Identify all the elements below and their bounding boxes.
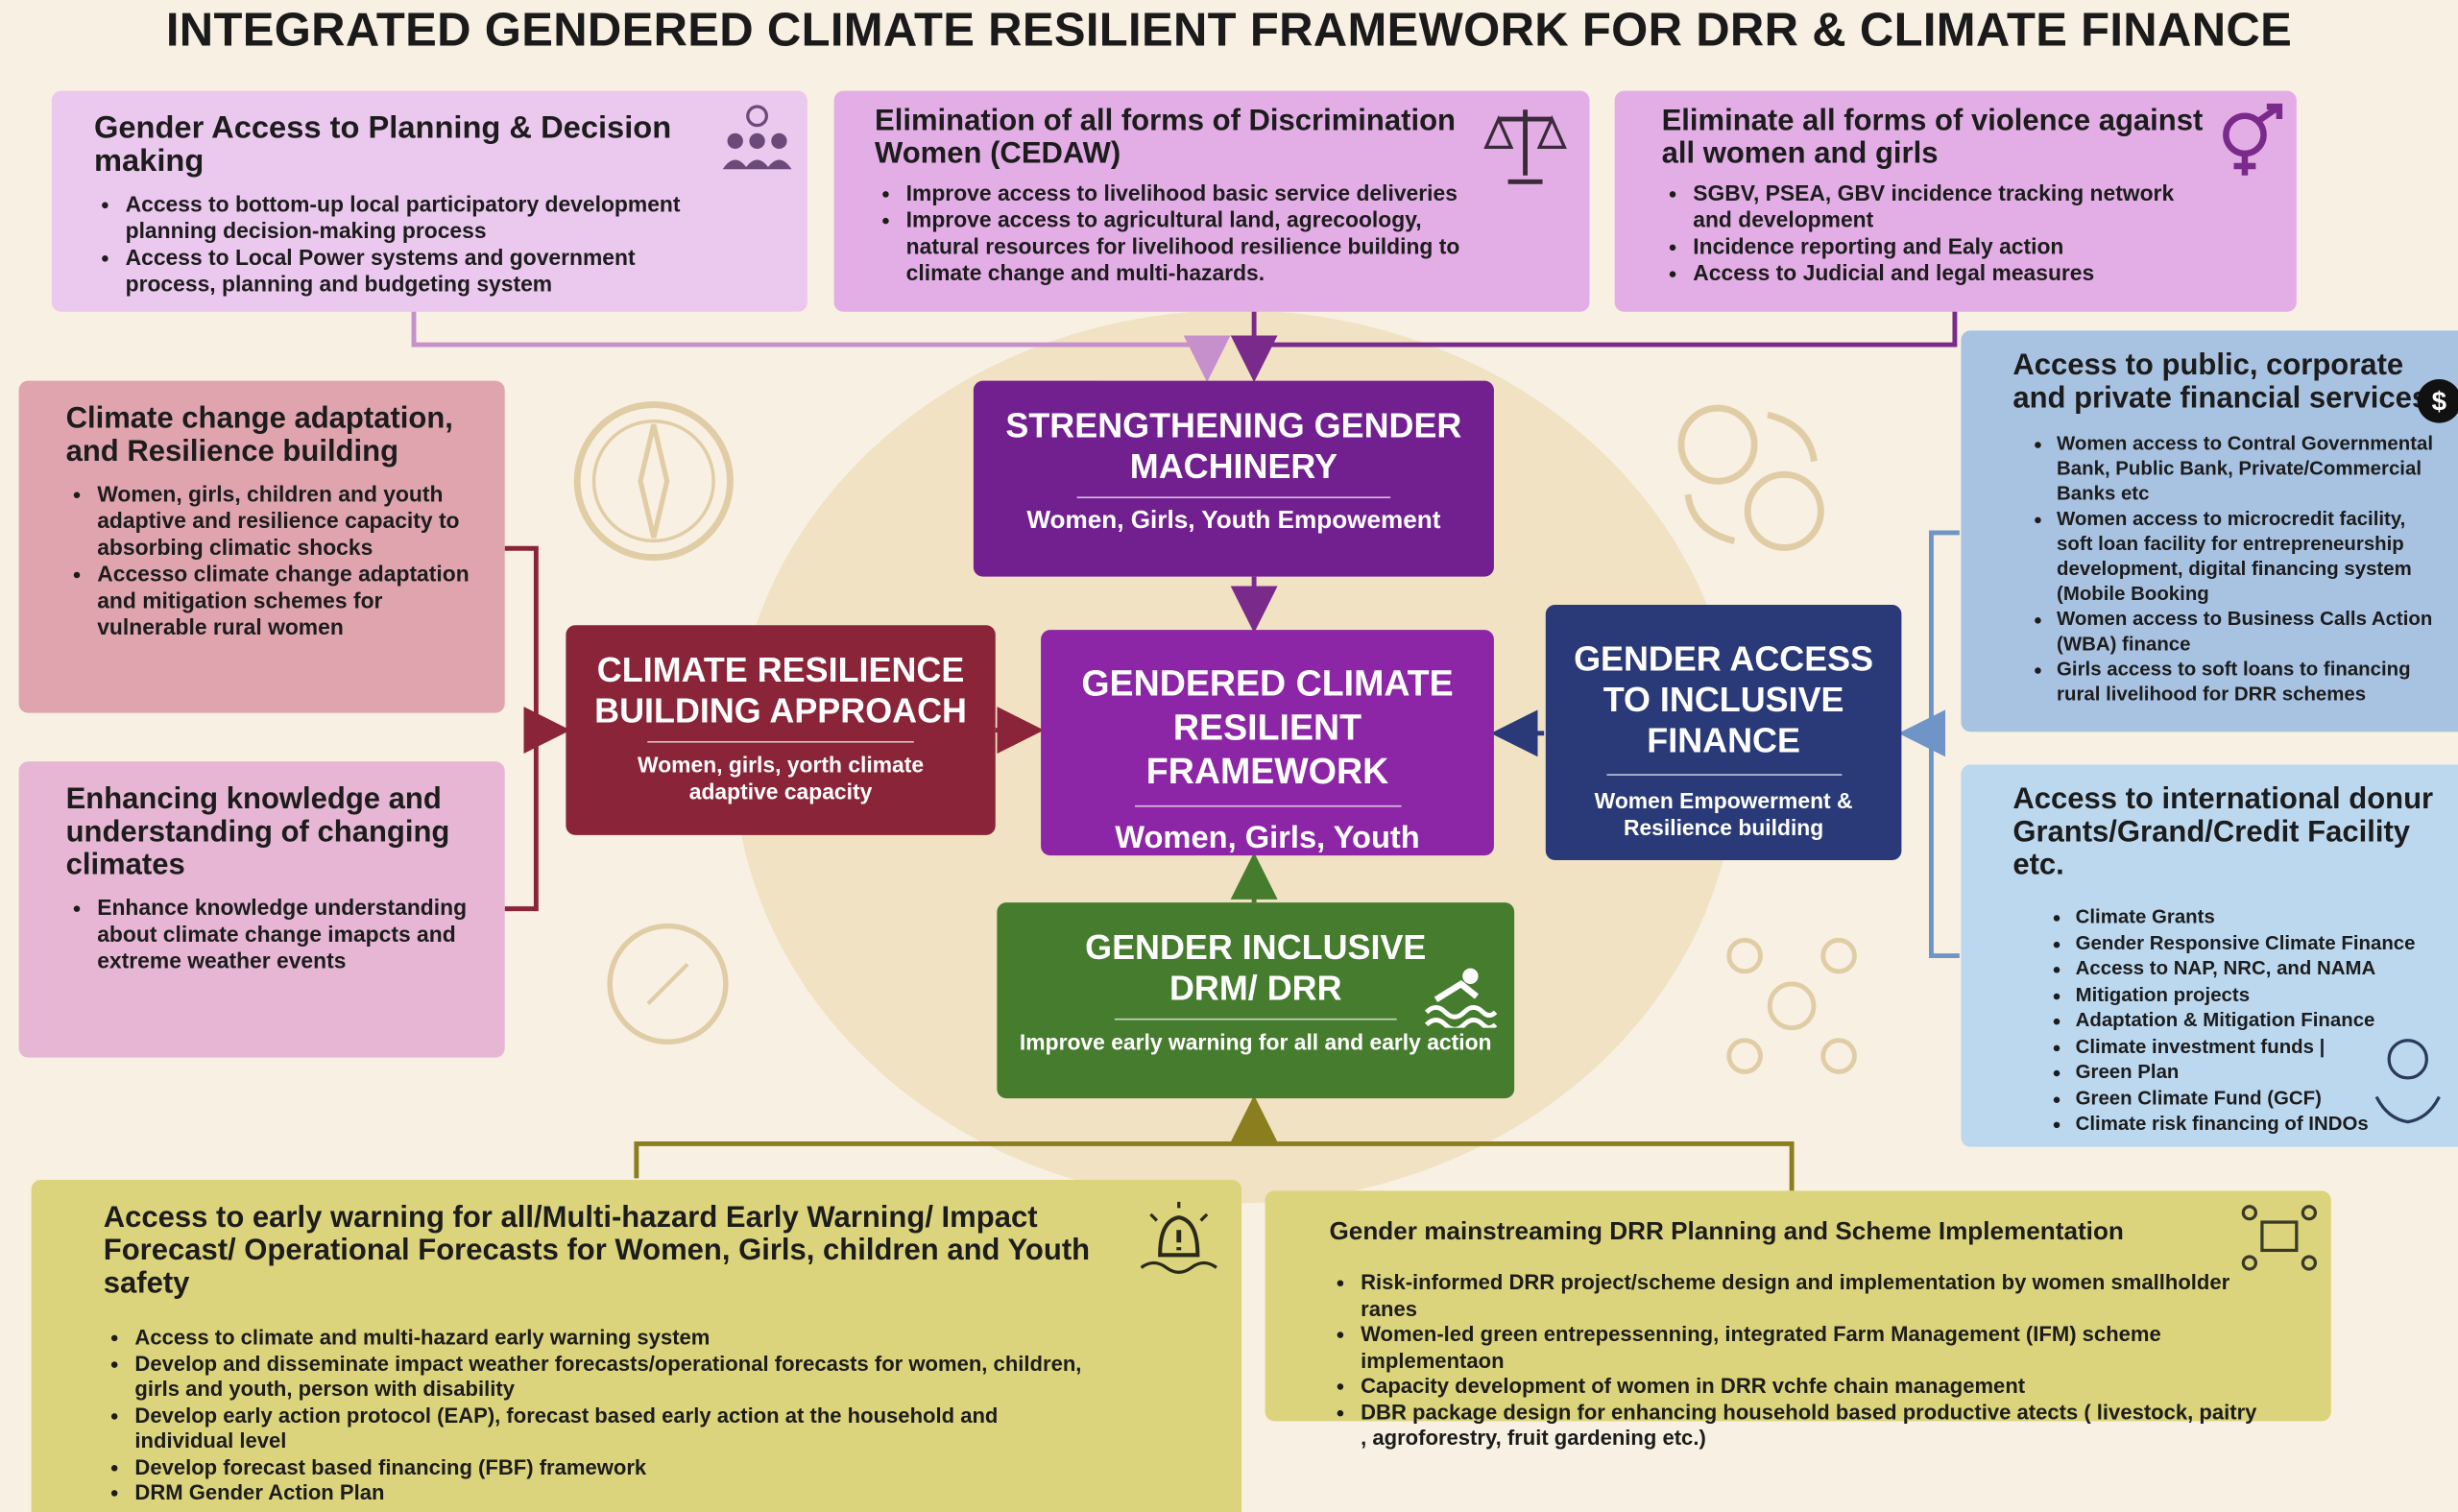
box-planning-decision: Gender Access to Planning & Decision mak… — [51, 90, 807, 312]
scales-icon — [1483, 109, 1567, 184]
list-item: Women access to Business Calls Action (W… — [2057, 607, 2436, 657]
female-symbol-icon — [2223, 103, 2283, 176]
list-item: Incidence reporting and Ealy action — [1693, 233, 2208, 260]
currency-exchange-icon — [1677, 404, 1824, 551]
node-gendered-climate-resilient-framework: GENDERED CLIMATE RESILIENT FRAMEWORK Wom… — [1041, 630, 1494, 856]
list-item: Climate Grants — [2076, 904, 2437, 930]
node-subtitle: Women, Girls, Youth — [1115, 821, 1420, 856]
box-title: Gender Access to Planning & Decision mak… — [93, 110, 672, 180]
list-item: Improve access to livelihood basic servi… — [906, 180, 1481, 207]
list-item: Women-led green entrepessenning, integra… — [1361, 1323, 2268, 1375]
money-network-icon — [1726, 937, 1857, 1074]
list-item: Women access to Contral Governmental Ban… — [2057, 431, 2436, 506]
list-item: Risk-informed DRR project/scheme design … — [1361, 1271, 2268, 1323]
list-item: DBR package design for enhancing househo… — [1361, 1400, 2268, 1452]
list-item: Green Plan — [2076, 1059, 2437, 1085]
divider — [1114, 1018, 1397, 1020]
divider — [1605, 774, 1842, 776]
box-title: Enhancing knowledge and understanding of… — [65, 783, 450, 882]
box-title: Eliminate all forms of violence against … — [1661, 105, 2204, 171]
warning-bell-icon — [1140, 1201, 1217, 1274]
list-item: Access to Judicial and legal measures — [1693, 260, 2208, 287]
list-item: Develop early action protocol (EAP), for… — [134, 1404, 1100, 1455]
box-violence: Eliminate all forms of violence against … — [1614, 90, 2297, 312]
list-item: Adaptation & Mitigation Finance — [2076, 1007, 2437, 1033]
list-item: Access to bottom-up local participatory … — [126, 191, 698, 244]
node-title: CLIMATE RESILIENCE BUILDING APPROACH — [594, 650, 967, 731]
list-item: Green Climate Fund (GCF) — [2076, 1085, 2437, 1111]
box-cedaw: Elimination of all forms of Discriminati… — [833, 90, 1590, 312]
box-adaptation-resilience: Climate change adaptation, and Resilienc… — [18, 380, 505, 713]
node-title: GENDER INCLUSIVE DRM/ DRR — [1085, 927, 1427, 1008]
box-early-warning: Access to early warning for all/Multi-ha… — [31, 1179, 1242, 1512]
box-title: Gender mainstreaming DRR Planning and Sc… — [1329, 1218, 2124, 1246]
node-climate-resilience-approach: CLIMATE RESILIENCE BUILDING APPROACH Wom… — [566, 625, 996, 835]
list-item: Develop forecast based financing (FBF) f… — [134, 1454, 1100, 1480]
node-gender-inclusive-drm: GENDER INCLUSIVE DRM/ DRR Improve early … — [997, 902, 1515, 1099]
money-network-icon — [2241, 1205, 2318, 1271]
node-title: STRENGTHENING GENDER MACHINERY — [1005, 405, 1462, 486]
node-title: GENDER ACCESS TO INCLUSIVE FINANCE — [1574, 638, 1874, 760]
list-item: Enhance knowledge understanding about cl… — [97, 895, 483, 974]
box-international-donor: Access to international donur Grants/Gra… — [1961, 764, 2458, 1147]
box-knowledge: Enhancing knowledge and understanding of… — [18, 761, 505, 1058]
box-financial-services: Access to public, corporate and private … — [1961, 330, 2458, 732]
node-subtitle: Women, girls, yorth climate adaptive cap… — [638, 752, 925, 804]
list-item: Mitigation projects — [2076, 982, 2437, 1008]
node-subtitle: Improve early warning for all and early … — [1019, 1029, 1492, 1055]
list-item: Capacity development of women in DRR vch… — [1361, 1374, 2268, 1400]
list-item: Climate investment funds | — [2076, 1033, 2437, 1059]
hands-globe-icon — [2374, 1039, 2441, 1124]
list-item: SGBV, PSEA, GBV incidence tracking netwo… — [1693, 180, 2208, 233]
node-gender-access-inclusive-finance: GENDER ACCESS TO INCLUSIVE FINANCE Women… — [1545, 604, 1902, 861]
divider — [1134, 804, 1401, 807]
list-item: Gender Responsive Climate Finance — [2076, 930, 2437, 956]
list-item: DRM Gender Action Plan — [134, 1480, 1100, 1506]
box-title: Access to early warning for all/Multi-ha… — [103, 1201, 1091, 1301]
box-title: Access to international donur Grants/Gra… — [2012, 783, 2434, 882]
swimmer-wave-icon — [1424, 968, 1498, 1028]
page-title: INTEGRATED GENDERED CLIMATE RESILIENT FR… — [165, 4, 2293, 57]
list-item: Improve access to agricultural land, agr… — [906, 206, 1481, 286]
divider — [1076, 496, 1391, 499]
node-subtitle: Women, Girls, Youth Empowement — [1026, 507, 1441, 535]
compass-icon — [607, 923, 729, 1045]
list-item: Women, girls, children and youth adaptiv… — [97, 481, 483, 561]
node-subtitle: Women Empowerment & Resilience building — [1594, 787, 1853, 840]
dollar-badge-icon: $ — [2417, 378, 2458, 423]
box-title: Elimination of all forms of Discriminati… — [875, 105, 1456, 171]
list-item: Access to climate and multi-hazard early… — [134, 1326, 1100, 1352]
compass-icon — [573, 401, 734, 562]
node-strengthening-gender-machinery: STRENGTHENING GENDER MACHINERY Women, Gi… — [973, 380, 1494, 577]
list-item: Access to Local Power systems and govern… — [126, 245, 698, 298]
box-drr-planning: Gender mainstreaming DRR Planning and Sc… — [1265, 1190, 2331, 1450]
list-item: Develop and disseminate impact weather f… — [134, 1352, 1100, 1404]
divider — [647, 740, 914, 743]
list-item: Accesso climate change adaptation and mi… — [97, 561, 483, 640]
list-item: Girls access to soft loans to financing … — [2057, 657, 2436, 707]
list-item: Climate risk financing of INDOs — [2076, 1111, 2437, 1137]
list-item: Access to NAP, NRC, and NAMA — [2076, 956, 2437, 982]
node-title: GENDERED CLIMATE RESILIENT FRAMEWORK — [1081, 662, 1454, 792]
people-network-icon — [722, 105, 792, 170]
list-item: Women access to microcredit facility, so… — [2057, 506, 2436, 606]
svg-text:$: $ — [2432, 387, 2447, 417]
box-title: Access to public, corporate and private … — [2012, 348, 2429, 416]
box-title: Climate change adaptation, and Resilienc… — [65, 402, 453, 469]
